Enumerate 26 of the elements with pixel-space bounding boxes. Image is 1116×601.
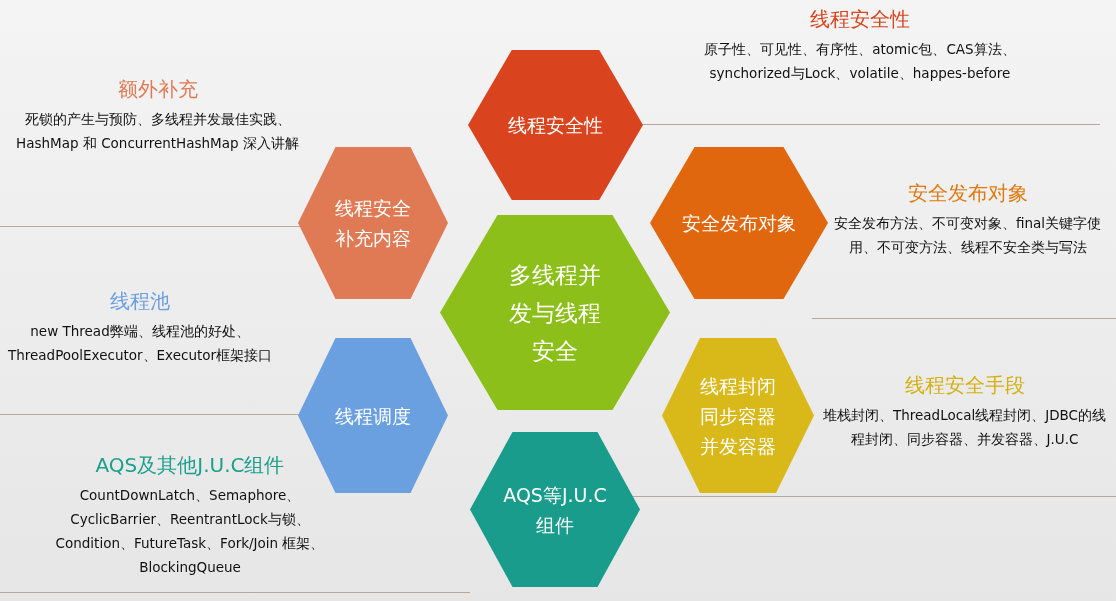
section-heading: 额外补充 bbox=[117, 76, 198, 103]
description-text: 原子性、可见性、有序性、atomic包、CAS算法、synchorized与Lock、volatile、happes-before bbox=[703, 40, 1017, 83]
hexagon-label: AQS等J.U.C组件 bbox=[502, 482, 608, 538]
section-heading: 安全发布对象 bbox=[907, 180, 1028, 207]
section-heading: 线程安全手段 bbox=[904, 372, 1025, 399]
hexagon bbox=[662, 338, 814, 493]
hexagon bbox=[298, 147, 448, 299]
hexagon-label: 线程安全补充内容 bbox=[334, 196, 412, 251]
hexagon bbox=[298, 338, 448, 493]
hexagon-label: 安全发布对象 bbox=[681, 211, 797, 236]
hexagon bbox=[650, 147, 828, 299]
hexagon bbox=[470, 432, 640, 587]
description-text: 安全发布方法、不可变对象、final关键字使用、不可变方法、线程不安全类与写法 bbox=[832, 214, 1103, 257]
hexagon bbox=[440, 215, 670, 410]
section-heading: 线程池 bbox=[110, 288, 170, 315]
description-text: new Thread弊端、线程池的好处、ThreadPoolExecutor、Executor框架接口 bbox=[6, 322, 274, 365]
hexagon-label: 多线程并发与线程安全 bbox=[508, 260, 602, 366]
description-text: 死锁的产生与预防、多线程并发最佳实践、HashMap 和 ConcurrentHashMap 深入讲解 bbox=[15, 110, 300, 153]
section-heading: AQS及其他J.U.C组件 bbox=[95, 452, 285, 479]
hexagon bbox=[468, 50, 643, 200]
hexagon-label: 线程安全性 bbox=[507, 113, 604, 138]
description-text: CountDownLatch、Semaphore、CyclicBarrier、ReentrantLock与锁、Condition、FutureTask、Fork/Join 框架、BlockingQueue bbox=[54, 486, 326, 577]
description-text: 堆栈封闭、ThreadLocal线程封闭、JDBC的线程封闭、同步容器、并发容器、J.U.C bbox=[822, 406, 1107, 449]
section-heading: 线程安全性 bbox=[810, 6, 910, 33]
hexagon-label: 线程封闭同步容器并发容器 bbox=[699, 373, 777, 459]
hexagon-label: 线程调度 bbox=[334, 403, 412, 429]
